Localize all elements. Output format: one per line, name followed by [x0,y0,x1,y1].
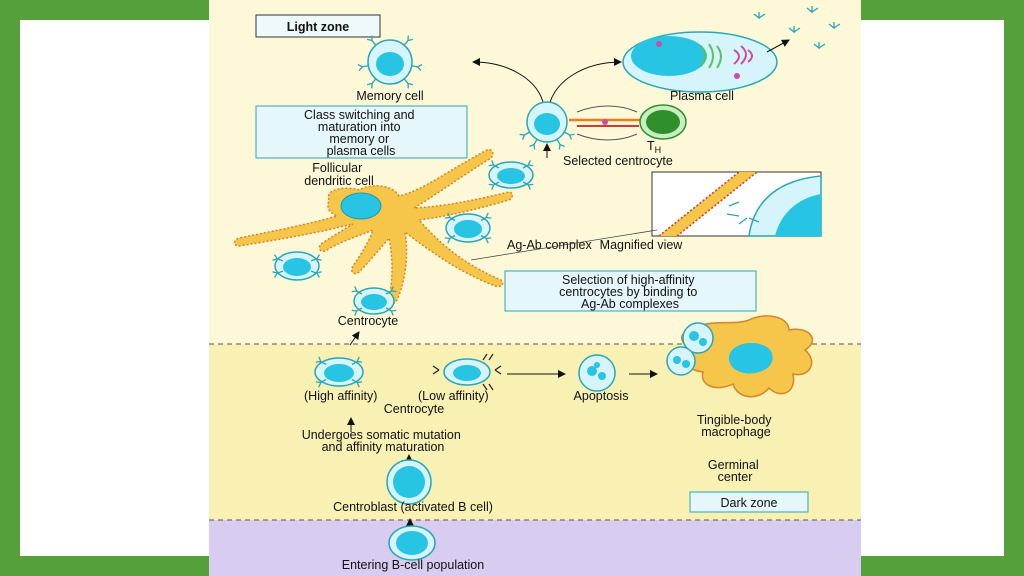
low-affinity-centrocyte [432,353,502,391]
entering-b-cell-label: Entering B-cell population [342,558,484,572]
th-interaction [569,105,641,141]
memory-cell-label: Memory cell [356,89,423,103]
selection-text: Selection of high-affinity centrocytes b… [559,273,701,311]
light-zone-label: Light zone [287,20,350,34]
secreted-antibodies [753,6,841,50]
plasma-cell [622,31,778,93]
arrow-to-memory-cell [472,58,545,107]
centrocyte-bound-1 [488,159,534,191]
tingible-body-macrophage [666,315,813,398]
tingible-body-macrophage-label: Tingible-body macrophage [697,413,775,439]
arrow-to-plasma-cell [548,58,622,107]
germinal-center-label: Germinal center [708,458,762,484]
th-label: TH [647,139,661,155]
entering-b-cell [388,525,436,561]
centroblast-cell [386,459,432,505]
centrocyte-mid-label: Centrocyte [384,402,444,416]
light-zone-box [255,14,381,38]
class-switching-box [255,105,468,159]
apoptotic-cell [578,354,616,392]
magnified-view-pointer [470,229,658,261]
centrocyte-bound-4 [351,285,397,317]
th-cell [639,104,687,140]
apoptosis-label: Apoptosis [574,389,629,403]
magnified-view-inset [651,171,822,237]
class-switching-text: Class switching and maturation into memo… [304,108,418,158]
dark-zone-box [689,491,809,513]
secretion-arrow [766,39,790,53]
high-affinity-centrocyte [314,356,364,388]
centrocyte-bound-2 [444,212,492,244]
selected-centrocyte [518,101,576,151]
dark-zone-label: Dark zone [721,496,778,510]
low-affinity-label: (Low affinity) [418,389,489,403]
germinal-center-diagram: Light zone Memory cell Plasma cell [209,0,861,576]
memory-cell [357,34,423,90]
centrocyte-bound-3 [271,251,323,281]
ag-ab-complex-label: Ag-Ab complex [507,238,593,252]
germinal-center-figure: Light zone Memory cell Plasma cell [209,0,861,576]
centrocyte-label: Centrocyte [338,314,398,328]
high-affinity-label: (High affinity) [304,389,377,403]
somatic-mutation-text: Undergoes somatic mutation and affinity … [302,428,465,454]
follicular-dendritic-cell [233,148,514,305]
centroblast-label: Centroblast (activated B cell) [333,500,493,514]
selected-centrocyte-label: Selected centrocyte [563,154,673,168]
entering-zone-area [209,520,861,576]
plasma-cell-label: Plasma cell [670,89,734,103]
magnified-view-label: Magnified view [600,238,684,252]
arrow-to-centrocyte [349,331,360,346]
selection-box [504,270,757,312]
follicular-dendritic-cell-label: Follicular dendritic cell [304,161,373,188]
